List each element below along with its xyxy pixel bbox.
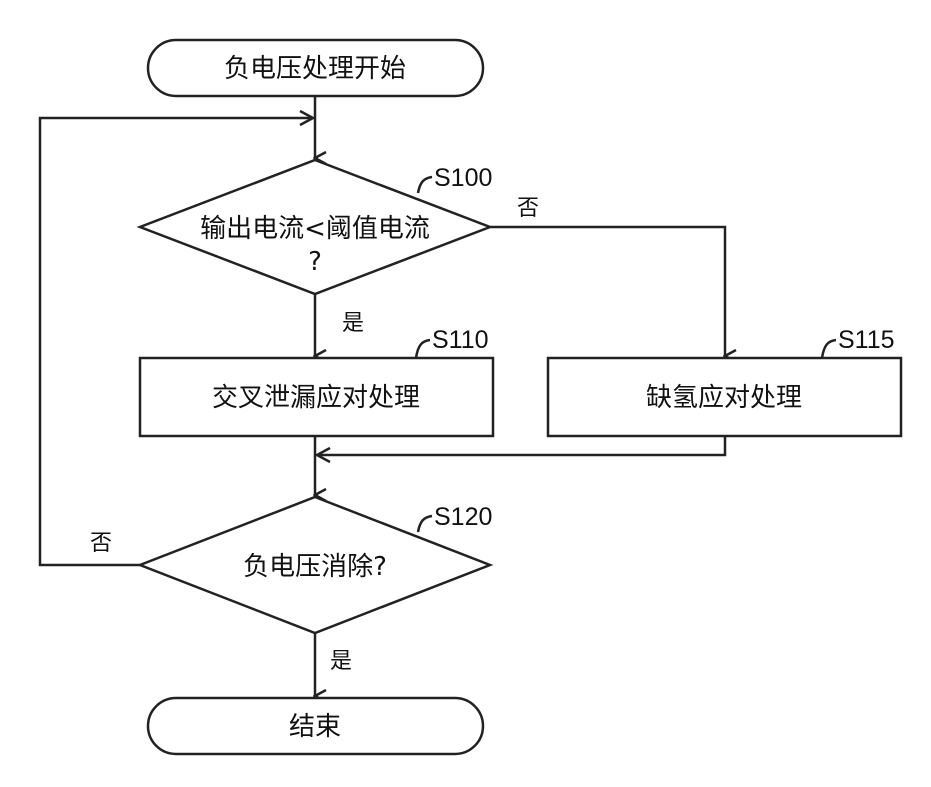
s120-label: 负电压消除? <box>243 552 387 582</box>
s100-label-line2: ? <box>308 247 322 277</box>
s120-step-label: S120 <box>434 503 492 531</box>
s115-step-label: S115 <box>838 326 895 354</box>
end-label: 结束 <box>289 712 341 742</box>
s110-step-label: S110 <box>432 326 489 354</box>
s115-step-leader <box>822 340 836 358</box>
s120-step-leader <box>418 516 432 532</box>
s110-step-leader <box>416 340 430 358</box>
s120-no-label: 否 <box>90 531 112 556</box>
start-label: 负电压处理开始 <box>224 54 406 84</box>
s100-no-label: 否 <box>517 196 539 221</box>
s100-step-leader <box>418 177 432 193</box>
s100-step-label: S100 <box>434 164 492 192</box>
arrow-s115-to-merge <box>318 436 725 455</box>
s100-label-line1: 输出电流<阈值电流 <box>200 214 430 244</box>
s100-yes-label: 是 <box>342 311 364 336</box>
arrow-s100-no-to-s115 <box>490 227 725 356</box>
s120-yes-label: 是 <box>330 649 352 674</box>
s115-label: 缺氢应对处理 <box>646 383 802 413</box>
s110-label: 交叉泄漏应对处理 <box>212 383 420 413</box>
